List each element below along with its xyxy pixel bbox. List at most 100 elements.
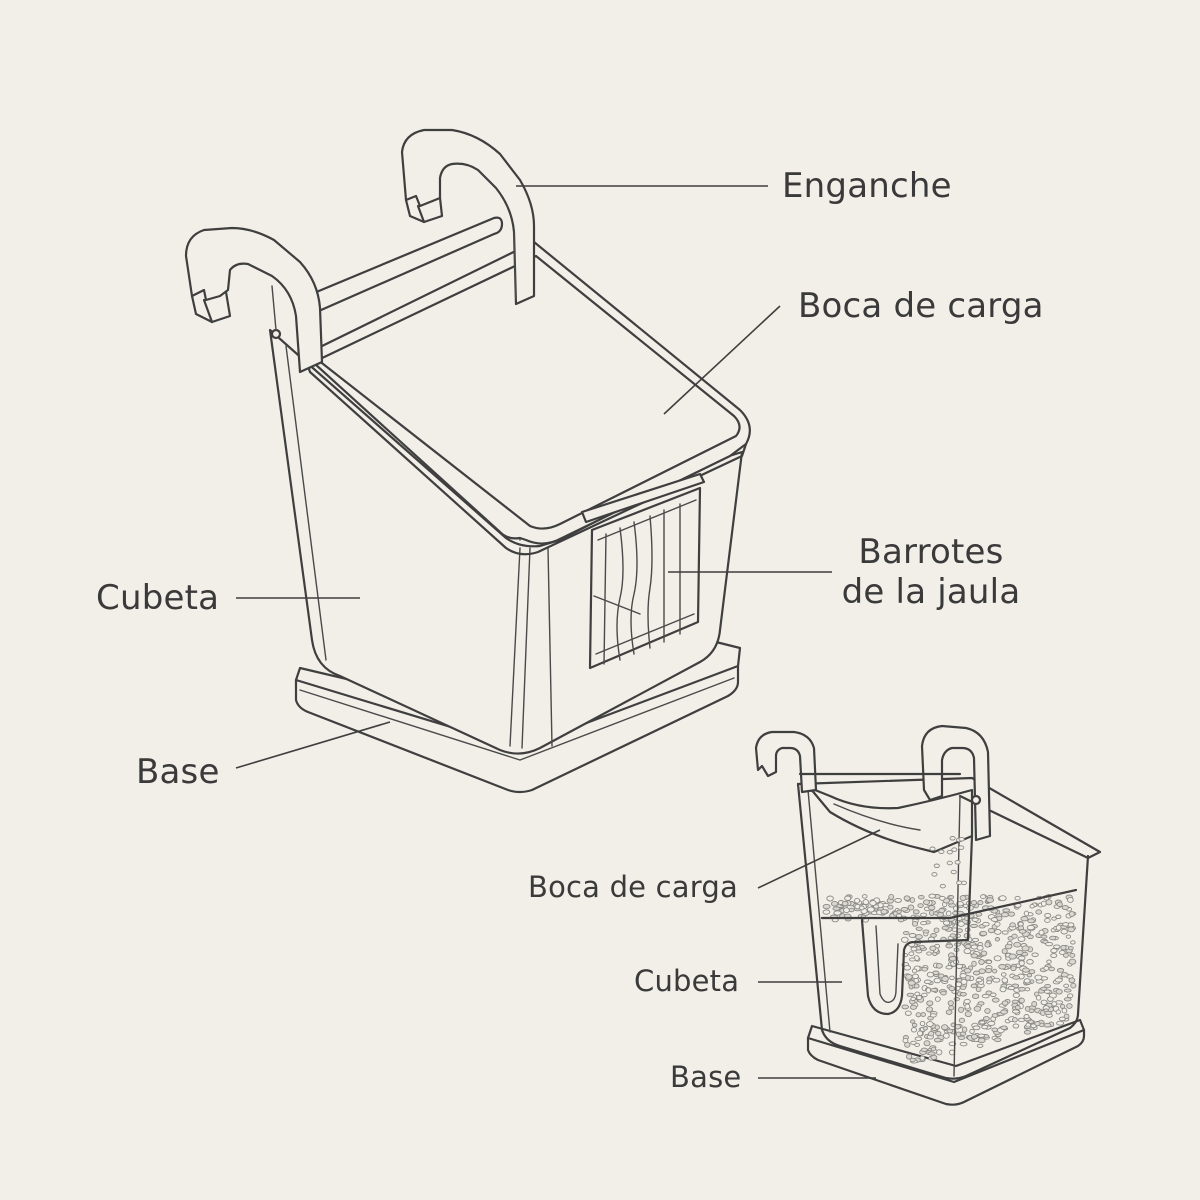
seed: [941, 925, 950, 931]
seed: [896, 909, 902, 914]
seed: [991, 997, 1000, 1003]
seed: [973, 1005, 982, 1012]
seed: [935, 963, 943, 969]
seed: [970, 953, 979, 959]
seed: [1050, 953, 1058, 959]
seed: [987, 1020, 996, 1026]
seed: [970, 923, 978, 928]
seed: [908, 933, 917, 938]
seed: [908, 951, 915, 957]
seed: [996, 915, 1003, 921]
seed: [919, 1055, 926, 1061]
seed: [1056, 968, 1065, 973]
seed: [1051, 916, 1057, 921]
seed: [959, 1041, 968, 1047]
seed: [979, 930, 988, 937]
seed: [977, 900, 984, 906]
seed: [958, 1006, 965, 1013]
seed: [993, 955, 1002, 962]
seed: [978, 959, 985, 965]
seed: [949, 975, 955, 981]
seed: [1020, 916, 1029, 922]
seed: [948, 895, 955, 900]
seed: [977, 1037, 986, 1044]
label-tray: Cubeta: [96, 578, 220, 618]
seed: [1026, 973, 1033, 978]
seed: [985, 897, 995, 903]
seed: [971, 937, 980, 943]
seed: [964, 1003, 971, 1010]
seed: [1013, 941, 1022, 948]
seed: [1018, 960, 1025, 967]
falling-seed: [933, 863, 940, 869]
seed: [1043, 1022, 1052, 1028]
seed: [959, 895, 967, 901]
seed: [1068, 977, 1076, 984]
seed: [933, 1037, 942, 1043]
seed: [961, 1026, 968, 1033]
seed: [972, 970, 981, 976]
falling-seed: [931, 872, 938, 877]
falling-seed: [939, 883, 946, 889]
seed: [1014, 1005, 1021, 1010]
label-inset-mouth: Boca de carga: [528, 870, 738, 904]
seed: [1028, 969, 1036, 975]
inset-right-hook: [798, 724, 992, 842]
seed: [929, 945, 937, 952]
seed: [907, 980, 916, 986]
seed: [1040, 986, 1048, 991]
seed: [938, 907, 946, 914]
falling-seed: [949, 836, 956, 841]
seed: [1024, 987, 1031, 992]
seed: [963, 998, 971, 1005]
seed: [963, 967, 972, 974]
seed: [894, 897, 902, 903]
seed: [945, 965, 953, 970]
seed: [1029, 903, 1035, 909]
seed: [920, 920, 928, 926]
seed: [1045, 941, 1054, 947]
seed: [921, 966, 928, 972]
seed: [999, 986, 1007, 993]
leader-lines: [235, 185, 881, 1079]
label-mouth: Boca de carga: [798, 286, 1044, 326]
seed: [910, 946, 918, 952]
seed: [922, 929, 930, 934]
falling-seed: [938, 849, 945, 854]
seed: [1002, 908, 1011, 913]
seed: [932, 970, 940, 976]
seed: [911, 920, 919, 927]
seed: [942, 920, 951, 926]
seed: [905, 973, 913, 980]
seed: [1060, 928, 1068, 935]
seed: [1011, 933, 1018, 939]
seed: [1040, 999, 1048, 1006]
seed: [914, 1036, 923, 1041]
seed: [971, 917, 979, 922]
seed: [1023, 1029, 1032, 1035]
seed: [1000, 972, 1007, 977]
label-bars-line1: Barrotes: [858, 532, 1004, 572]
seed: [949, 933, 956, 938]
seed: [912, 909, 920, 915]
seed: [1070, 982, 1077, 989]
label-bars-line2: de la jaula: [841, 572, 1021, 612]
seed: [921, 992, 928, 998]
seed: [994, 929, 1002, 935]
seed: [1061, 905, 1069, 911]
seed: [1001, 948, 1008, 955]
seed: [917, 894, 925, 900]
seed: [1070, 940, 1076, 945]
seed: [832, 906, 841, 911]
seed: [984, 1008, 991, 1014]
falling-seed: [946, 849, 953, 855]
seed: [1023, 1014, 1030, 1019]
seed: [926, 1000, 934, 1007]
seed: [934, 996, 941, 1002]
seed: [917, 903, 924, 908]
seed: [1065, 934, 1072, 939]
seed: [1023, 910, 1030, 917]
seed: [1001, 930, 1009, 935]
seed: [833, 910, 842, 916]
seed: [1010, 965, 1017, 972]
